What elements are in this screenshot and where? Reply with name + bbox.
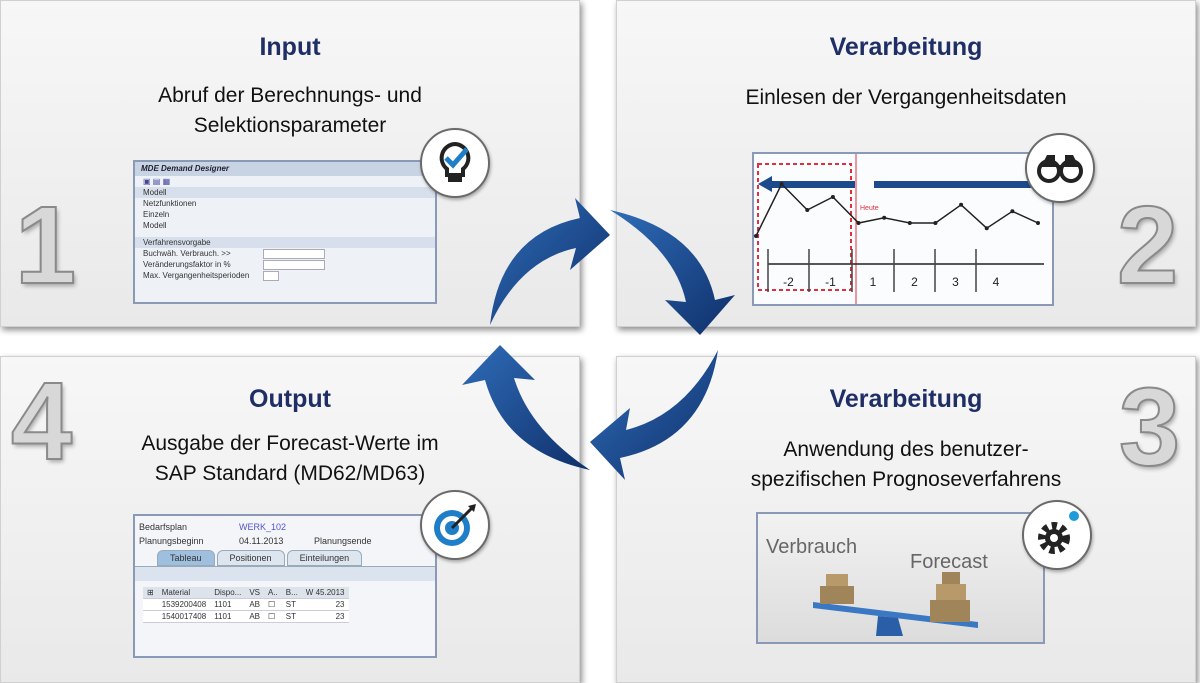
balance-scale-illustration: Verbrauch Forecast xyxy=(756,512,1045,644)
data-point xyxy=(933,221,938,225)
panel-subtitle: Einlesen der Vergangenheitsdaten xyxy=(745,86,1067,109)
lightbulb-check-icon xyxy=(420,128,490,198)
panel-subtitle: Anwendung des benutzer-spezifischen Prog… xyxy=(750,438,1062,491)
data-point xyxy=(779,182,784,186)
start-label: Planungsbeginn xyxy=(139,536,204,546)
past-period-box xyxy=(757,163,852,291)
step-number: 2 xyxy=(1116,184,1179,307)
data-point xyxy=(959,202,964,207)
history-chart-svg: Heute -2 -1 1 2 3 4 xyxy=(754,154,1044,304)
tick-label: 4 xyxy=(993,275,1000,289)
future-arrow xyxy=(874,181,1039,188)
data-point xyxy=(856,221,861,225)
field-input xyxy=(263,270,279,281)
option: Netzfunktionen xyxy=(143,199,197,208)
panel-title: Output xyxy=(249,385,331,413)
field-input xyxy=(263,259,325,270)
sap-input-screenshot: MDE Demand Designer ▣ ▤ ▦ Modell Netzfun… xyxy=(133,160,437,304)
cycle-arrows xyxy=(462,198,735,480)
scale-svg xyxy=(813,572,978,636)
scale-label-forecast: Forecast xyxy=(910,551,988,573)
past-arrow-head xyxy=(758,176,772,192)
tab-tableau: Tableau xyxy=(157,550,215,566)
data-point xyxy=(1036,221,1040,225)
data-point xyxy=(984,226,989,231)
tick-label: -2 xyxy=(783,275,794,289)
field-label: Veränderungsfaktor in % xyxy=(143,260,231,269)
step-number: 1 xyxy=(14,184,77,307)
panel-title: Verarbeitung xyxy=(829,385,983,413)
data-point xyxy=(882,215,887,220)
data-point xyxy=(754,234,758,238)
panel-title: Verarbeitung xyxy=(829,33,983,61)
field-input xyxy=(263,248,325,259)
data-point xyxy=(830,195,835,199)
series-line xyxy=(755,182,1039,237)
tick-label: 2 xyxy=(911,275,918,289)
option: Einzeln xyxy=(143,210,170,219)
field-label: Buchwäh. Verbrauch. >> xyxy=(143,249,231,258)
screen-title: MDE Demand Designer xyxy=(135,162,435,176)
past-arrow xyxy=(770,181,855,188)
arrow-2-to-3 xyxy=(610,210,735,335)
sap-output-screenshot: Bedarfsplan WERK_102 Planungsbeginn 04.11.… xyxy=(133,514,437,658)
section-label: Modell xyxy=(135,187,435,198)
plan-label: Bedarfsplan xyxy=(139,522,188,532)
end-label: Planungsende xyxy=(314,536,372,546)
field-label: Max. Vergangenheitsperioden xyxy=(143,271,250,280)
target-icon xyxy=(420,490,490,560)
gear-icon xyxy=(1022,500,1092,570)
section-label: Verfahrensvorgabe xyxy=(135,237,435,248)
tab-einteilungen: Einteilungen xyxy=(286,550,363,566)
arrow-3-to-4 xyxy=(590,350,718,480)
boxes-right xyxy=(930,600,970,622)
tick-label: -1 xyxy=(825,275,836,289)
step-number: 4 xyxy=(10,360,73,483)
history-chart: Heute -2 -1 1 2 3 4 xyxy=(752,152,1054,306)
data-point xyxy=(907,221,912,225)
scale-pivot xyxy=(876,616,903,636)
plan-value: WERK_102 xyxy=(239,522,287,532)
boxes-left xyxy=(820,586,854,604)
panel-title: Input xyxy=(259,33,321,61)
tick-label: 1 xyxy=(870,275,877,289)
tab-positionen: Positionen xyxy=(216,550,285,566)
option: Modell xyxy=(143,221,167,230)
data-point xyxy=(805,208,810,212)
today-label: Heute xyxy=(860,205,879,212)
data-point xyxy=(1010,209,1015,214)
arrow-1-to-2 xyxy=(490,198,610,325)
scale-label-verbrauch: Verbrauch xyxy=(766,536,858,558)
binoculars-icon xyxy=(1025,133,1095,203)
arrow-4-to-1 xyxy=(462,345,590,470)
start-value: 04.11.2013 xyxy=(239,536,284,546)
tick-label: 3 xyxy=(952,275,959,289)
step-number: 3 xyxy=(1118,366,1181,489)
